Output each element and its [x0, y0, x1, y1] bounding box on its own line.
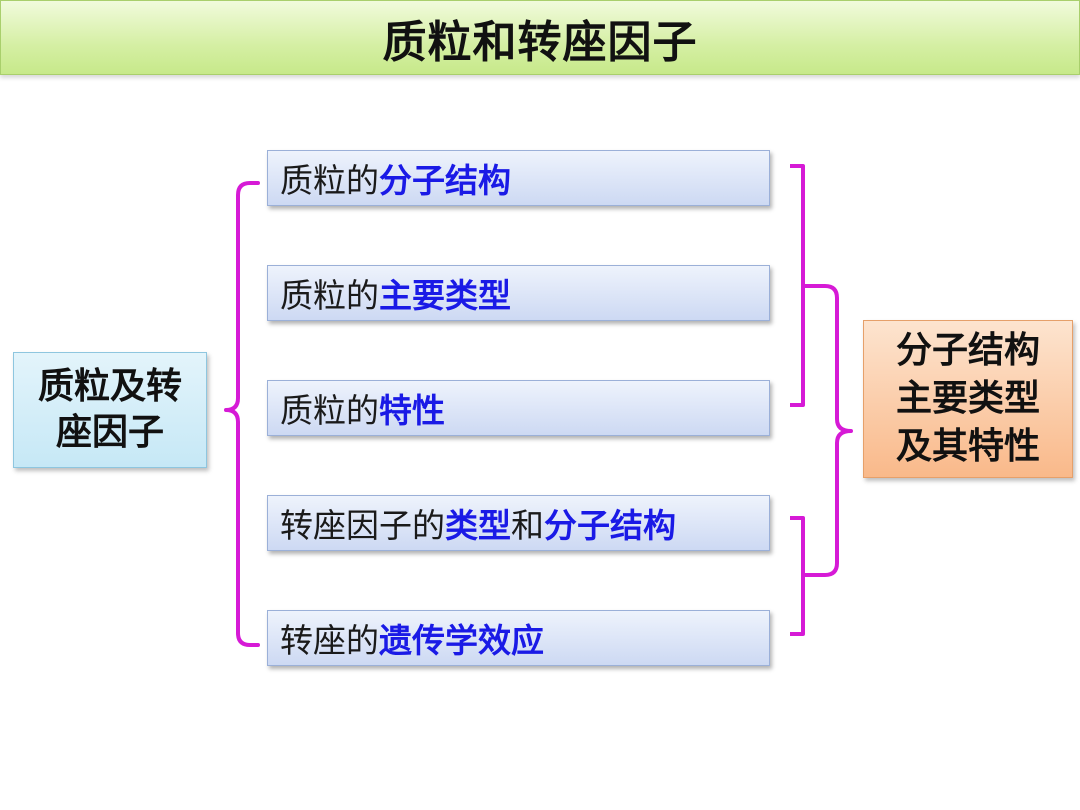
item-plasmid-types: 质粒的主要类型	[267, 265, 770, 321]
item-keyword: 分子结构	[379, 161, 511, 200]
root-topic-line-2: 座因子	[55, 412, 164, 453]
item-keyword: 特性	[379, 391, 445, 430]
item-text: 质粒的	[280, 161, 379, 200]
summary-line-3: 及其特性	[895, 426, 1040, 467]
left-brace	[224, 181, 260, 647]
item-keyword: 分子结构	[544, 506, 676, 545]
root-topic-box: 质粒及转 座因子	[13, 352, 207, 468]
item-text: 转座因子的	[280, 506, 445, 545]
item-plasmid-properties: 质粒的特性	[267, 380, 770, 436]
title-bar: 质粒和转座因子	[0, 0, 1080, 75]
outer-brace	[803, 284, 853, 577]
item-plasmid-structure: 质粒的分子结构	[267, 150, 770, 206]
page-title: 质粒和转座因子	[382, 16, 698, 68]
right-bracket-transposon	[790, 516, 805, 636]
item-text: 转座的	[280, 621, 379, 660]
item-transposon-types-structure: 转座因子的类型和分子结构	[267, 495, 770, 551]
summary-line-2: 主要类型	[895, 378, 1040, 419]
right-bracket-plasmid	[790, 164, 805, 407]
item-text: 质粒的	[280, 391, 379, 430]
summary-line-1: 分子结构	[895, 330, 1040, 371]
root-topic-line-1: 质粒及转	[37, 366, 182, 407]
item-transposition-effects: 转座的遗传学效应	[267, 610, 770, 666]
item-keyword: 主要类型	[379, 276, 511, 315]
item-keyword: 遗传学效应	[379, 621, 544, 660]
item-keyword: 类型	[445, 506, 511, 545]
item-text: 质粒的	[280, 276, 379, 315]
item-text: 和	[511, 506, 544, 545]
summary-box: 分子结构 主要类型 及其特性	[863, 320, 1073, 478]
